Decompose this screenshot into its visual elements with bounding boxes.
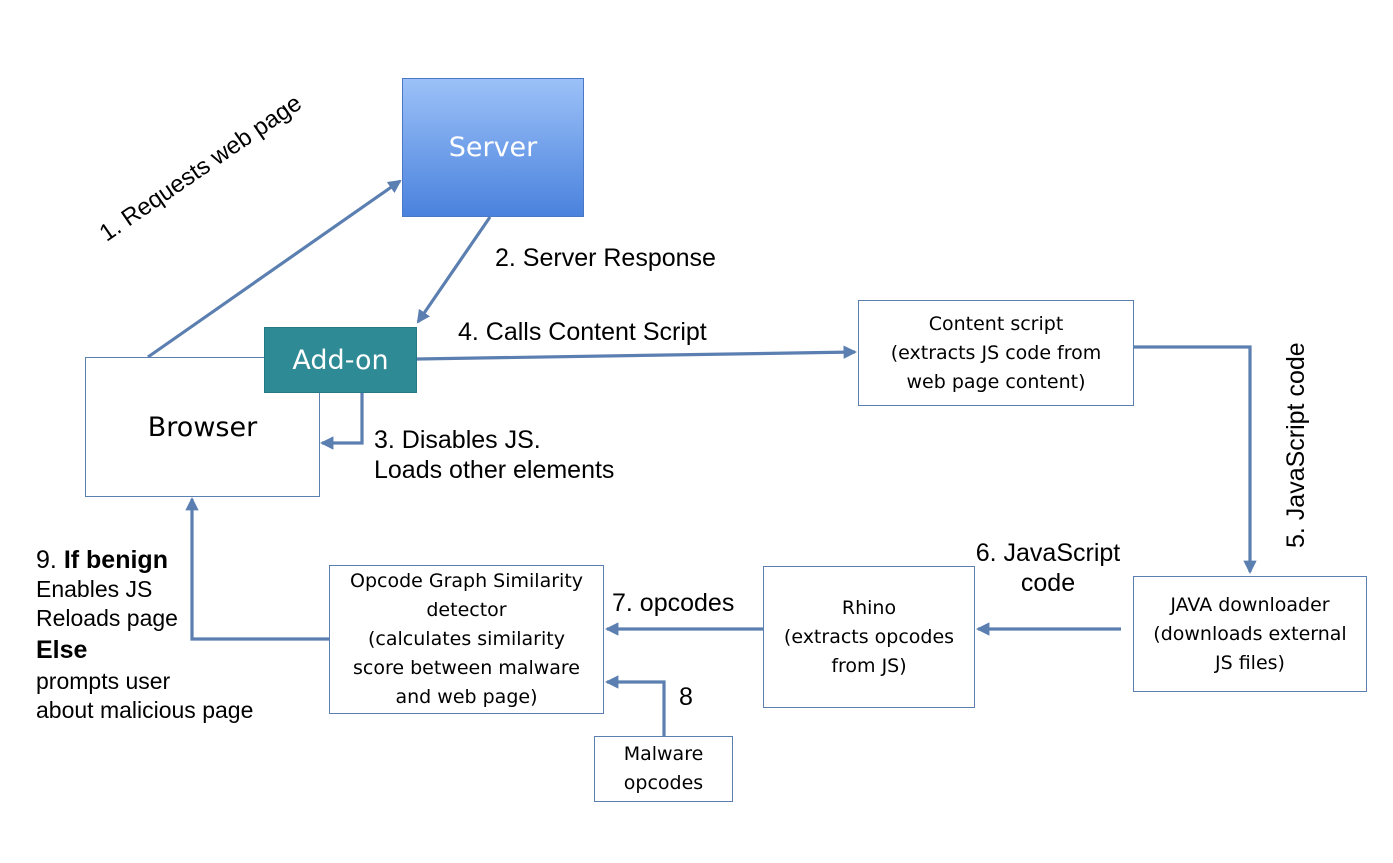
opcode-detector-line-2: detector	[426, 599, 507, 621]
opcode-detector-line-4: score between malware	[353, 657, 580, 679]
opcode-detector-line-1: Opcode Graph Similarity	[349, 570, 584, 592]
step-9-about: about malicious page	[36, 697, 254, 723]
arrow-malware	[604, 675, 666, 736]
opcode-detector-line-5: and web page)	[395, 686, 538, 708]
arrow-call-content	[416, 345, 858, 361]
rhino-line-1: Rhino	[841, 596, 897, 619]
content-script-node: Content script (extracts JS code from we…	[858, 300, 1134, 406]
malware-opcodes-line-1: Malware	[623, 743, 704, 765]
step-9-reloads: Reloads page	[36, 605, 178, 631]
content-script-line-3: web page content)	[906, 370, 1086, 393]
arrow-result	[185, 496, 329, 641]
step-7-label: 7. opcodes	[612, 589, 735, 617]
step-9-header: 9. If benign	[36, 546, 253, 575]
arrow-response	[416, 216, 492, 324]
server-label: Server	[448, 132, 538, 163]
browser-label: Browser	[147, 411, 258, 443]
opcode-detector-line-3: (calculates similarity	[368, 628, 565, 650]
rhino-node: Rhino (extracts opcodes from JS)	[763, 566, 975, 708]
step-9-if-benign: If benign	[63, 546, 168, 574]
arrow-js-code-down	[1134, 345, 1257, 575]
server-node: Server	[402, 78, 584, 217]
java-downloader-node: JAVA downloader (downloads external JS f…	[1133, 576, 1367, 692]
content-script-line-1: Content script	[928, 312, 1064, 335]
step-9-label: 9. If benign Enables JS Reloads page Els…	[36, 546, 253, 725]
opcode-detector-node: Opcode Graph Similarity detector (calcul…	[329, 565, 604, 714]
addon-label: Add-on	[292, 344, 389, 376]
step-6-line-2: code	[1020, 569, 1076, 597]
step-3-line-1: 3. Disables JS.	[374, 426, 541, 454]
java-downloader-line-1: JAVA downloader	[1170, 593, 1330, 616]
step-3-label: 3. Disables JS. Loads other elements	[374, 425, 614, 485]
step-3-line-2: Loads other elements	[374, 456, 615, 484]
addon-node: Add-on	[264, 327, 417, 393]
step-9-prompts: prompts user	[36, 668, 171, 694]
step-2-label: 2. Server Response	[495, 244, 716, 272]
java-downloader-line-2: (downloads external	[1153, 622, 1347, 645]
step-6-line-1: 6. JavaScript	[975, 539, 1121, 567]
step-5-label: 5. JavaScript code	[1282, 342, 1310, 548]
step-6-label: 6. JavaScript code	[948, 538, 1148, 598]
step-9-else: Else	[36, 636, 88, 664]
arrow-request	[147, 179, 402, 359]
content-script-line-2: (extracts JS code from	[890, 341, 1102, 364]
rhino-line-3: from JS)	[831, 654, 907, 677]
step-9-number: 9.	[36, 546, 57, 574]
rhino-line-2: (extracts opcodes	[783, 625, 955, 648]
step-8-label: 8	[679, 683, 693, 711]
step-4-label: 4. Calls Content Script	[458, 318, 707, 346]
malware-opcodes-line-2: opcodes	[623, 772, 704, 794]
malware-opcodes-node: Malware opcodes	[594, 736, 733, 802]
step-9-enables: Enables JS	[36, 576, 153, 602]
arrow-disable-js	[319, 393, 364, 450]
java-downloader-line-3: JS files)	[1215, 651, 1285, 674]
